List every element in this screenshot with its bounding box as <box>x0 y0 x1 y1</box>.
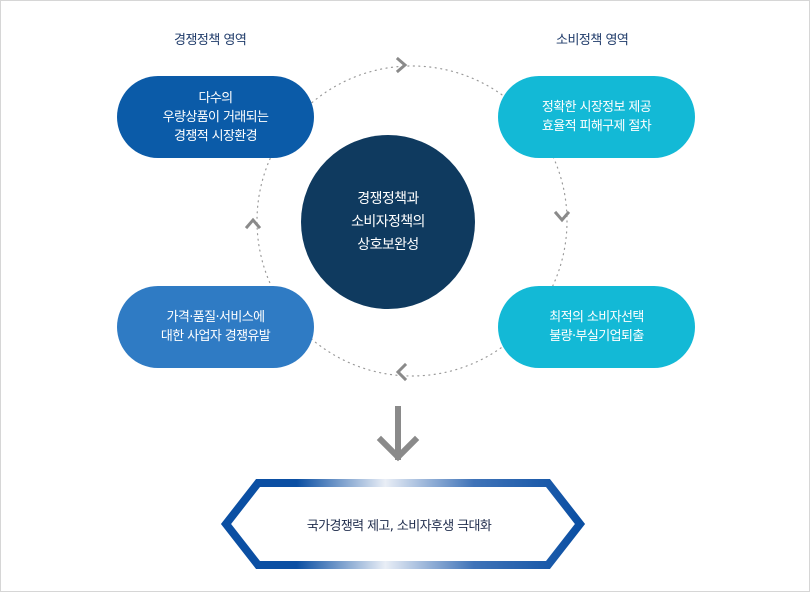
chevron-icon <box>553 210 571 223</box>
arrow-down-icon <box>376 406 420 462</box>
node-business-competition: 가격·품질·서비스에 대한 사업자 경쟁유발 <box>117 286 314 368</box>
node-competitive-market: 다수의 우량상품이 거래되는 경쟁적 시장환경 <box>117 76 314 158</box>
node-line: 우량상품이 거래되는 <box>162 109 269 125</box>
node-line: 불량·부실기업퇴출 <box>549 329 644 344</box>
competition-area-label: 경쟁정책 영역 <box>174 33 247 48</box>
consumer-area-label: 소비정책 영역 <box>556 33 629 48</box>
node-line: 경쟁적 시장환경 <box>173 128 258 144</box>
node-line: 정확한 시장정보 제공 <box>541 100 652 115</box>
node-line: 다수의 <box>198 90 233 106</box>
result-frame <box>220 479 586 569</box>
center-line: 소비자정책의 <box>351 213 425 230</box>
node-consumer-choice: 최적의 소비자선택 불량·부실기업퇴출 <box>498 286 695 368</box>
chevron-icon <box>395 362 408 382</box>
cycle-ring <box>256 65 568 377</box>
center-line: 경쟁정책과 <box>357 190 419 207</box>
center-concept: 경쟁정책과 소비자정책의 상호보완성 <box>301 135 475 309</box>
node-market-info: 정확한 시장정보 제공 효율적 피해구제 절차 <box>498 76 695 158</box>
chevron-icon <box>395 56 408 74</box>
node-line: 효율적 피해구제 절차 <box>541 119 652 134</box>
center-line: 상호보완성 <box>357 236 419 253</box>
node-line: 가격·품질·서비스에 <box>166 310 266 325</box>
node-line: 대한 사업자 경쟁유발 <box>160 329 271 344</box>
chevron-icon <box>244 217 262 230</box>
node-line: 최적의 소비자선택 <box>549 310 644 325</box>
result-text: 국가경쟁력 제고, 소비자후생 극대화 <box>306 518 492 534</box>
